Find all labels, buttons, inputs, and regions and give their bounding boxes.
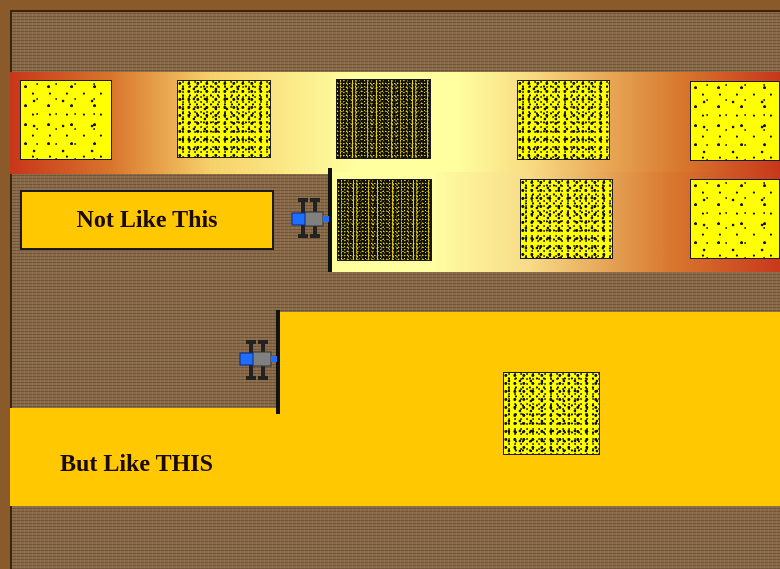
hay-bale-icon	[690, 81, 780, 161]
tractor-icon	[289, 164, 337, 274]
hay-bale-icon	[517, 80, 610, 160]
hay-bale-icon	[20, 80, 112, 160]
tractor-icon	[237, 306, 285, 416]
hay-bale-icon	[337, 179, 432, 261]
right-method-label: But Like THIS	[30, 440, 290, 488]
hay-bale-icon	[503, 372, 600, 455]
hay-bale-icon	[177, 80, 271, 158]
hay-bale-icon	[520, 179, 613, 259]
hay-bale-icon	[336, 79, 431, 159]
hay-bale-icon	[690, 179, 780, 259]
wrong-method-label: Not Like This	[20, 190, 274, 250]
